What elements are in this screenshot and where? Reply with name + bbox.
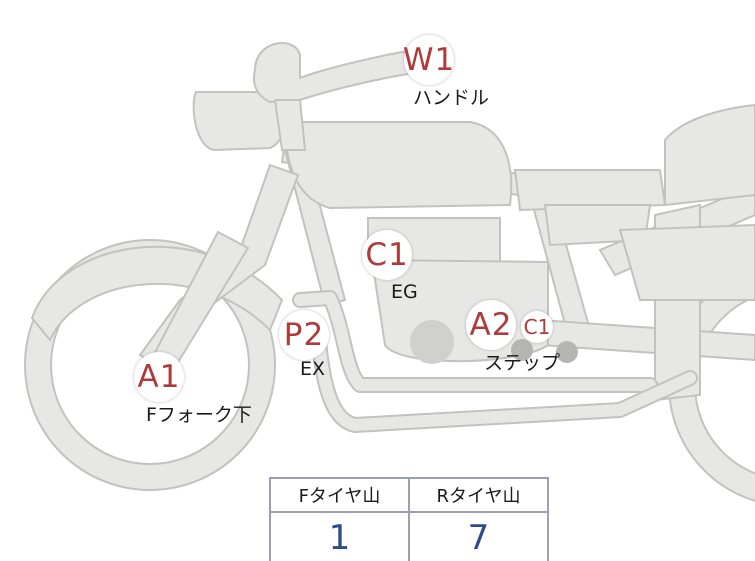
label-engine: EG: [391, 281, 418, 303]
value-rear-tire: 7: [408, 511, 549, 561]
value-front-tire: 1: [269, 511, 410, 561]
marker-c1-engine[interactable]: C1: [362, 230, 412, 280]
handlebar-stem: [273, 99, 307, 151]
marker-c1-step[interactable]: C1: [521, 311, 553, 343]
step-peg-right: [556, 341, 578, 363]
marker-a2[interactable]: A2: [466, 300, 516, 350]
engine-cover: [410, 320, 454, 364]
rear-seat: [664, 103, 755, 207]
label-exhaust: EX: [300, 358, 326, 380]
rear-cowl: [618, 223, 755, 301]
label-front-fork: Fフォーク下: [146, 404, 252, 426]
exhaust-pipes: [292, 290, 698, 433]
marker-p2[interactable]: P2: [279, 310, 329, 360]
label-step: ステップ: [484, 352, 561, 374]
handlebar: [252, 42, 422, 104]
header-front-tire: Fタイヤ山: [269, 477, 410, 513]
header-rear-tire: Rタイヤ山: [408, 477, 549, 513]
marker-w1[interactable]: W1: [403, 35, 454, 85]
step-peg-left: [511, 339, 533, 361]
tire-tread-table: Fタイヤ山 Rタイヤ山 1 7: [269, 477, 549, 561]
fuel-tank: [283, 121, 513, 210]
marker-a1[interactable]: A1: [134, 352, 184, 402]
label-handle: ハンドル: [413, 87, 490, 109]
